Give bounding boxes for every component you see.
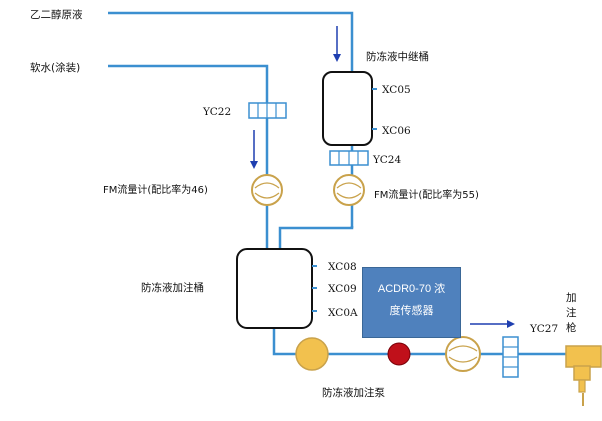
xc09-label: XC09 <box>328 283 357 295</box>
flowmeter-55-label: FM流量计(配比率为55) <box>374 188 479 201</box>
xc0a-label: XC0A <box>328 307 358 319</box>
yc24-label: YC24 <box>372 154 401 166</box>
filling-tank <box>236 248 313 329</box>
glycol-label: 乙二醇原液 <box>30 8 83 21</box>
relay-to-filling-pipe <box>278 226 354 252</box>
flow-arrows <box>250 26 515 328</box>
concentration-sensor-probe <box>387 342 411 366</box>
flowmeter-main <box>445 336 481 372</box>
concentration-sensor-line2: 度传感器 <box>389 305 434 317</box>
flowmeter-55 <box>333 174 365 206</box>
soft-water-label: 软水(涂装) <box>30 61 80 74</box>
concentration-sensor-box: ACDR0-70 浓 度传感器 <box>362 267 461 338</box>
gun-label-2: 注 <box>566 306 577 319</box>
yc22-label: YC22 <box>202 106 231 118</box>
xc08-label: XC08 <box>328 261 357 273</box>
glycol-pipe <box>108 11 354 72</box>
flowmeter-46-label: FM流量计(配比率为46) <box>103 183 208 196</box>
valve-yc27 <box>502 336 519 378</box>
flowmeter-46 <box>251 174 283 206</box>
soft-water-pipe <box>108 64 269 252</box>
relay-tank <box>322 71 373 146</box>
xc06-label: XC06 <box>382 125 411 137</box>
pump-label: 防冻液加注泵 <box>322 386 385 399</box>
xc05-label: XC05 <box>382 84 411 96</box>
relay-tank-label: 防冻液中继桶 <box>366 50 429 63</box>
filling-gun <box>565 345 602 406</box>
gun-label-1: 加 <box>566 292 577 304</box>
valve-yc24 <box>329 150 369 166</box>
concentration-sensor-line1: ACDR0-70 浓 <box>377 283 446 295</box>
gun-label-3: 枪 <box>566 321 577 334</box>
filling-tank-label: 防冻液加注桶 <box>141 281 204 294</box>
filling-pump <box>295 337 329 371</box>
valve-yc22 <box>248 102 287 119</box>
yc27-label: YC27 <box>529 323 558 335</box>
